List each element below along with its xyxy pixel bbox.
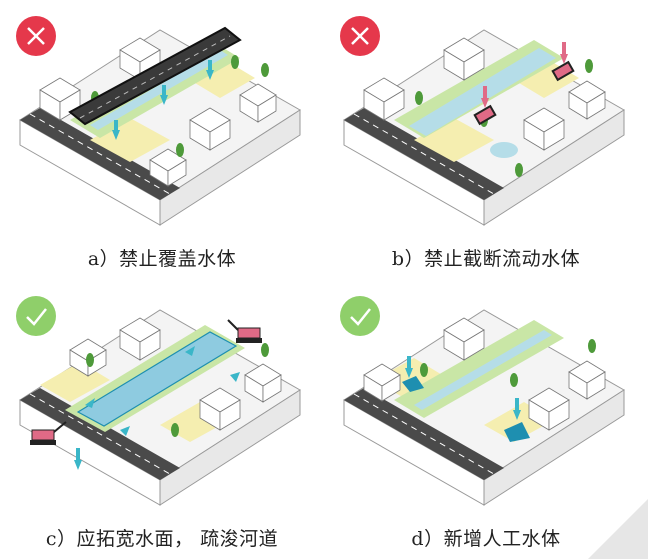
panel-c: c）应拓宽水面， 疏浚河道	[0, 280, 324, 559]
status-check-icon	[16, 296, 56, 336]
new-pond	[504, 422, 530, 442]
pink-arrows	[481, 42, 568, 108]
isometric-city-block	[343, 309, 625, 506]
status-cross-icon	[340, 16, 380, 56]
isometric-city-block	[19, 26, 301, 226]
widen-arrows	[74, 346, 240, 470]
flow-arrows	[405, 356, 521, 420]
flow-arrows	[112, 60, 214, 140]
widened-river	[76, 331, 238, 427]
panel-a-illustration	[16, 16, 301, 226]
isometric-city-block	[19, 309, 301, 506]
panel-b-illustration	[340, 16, 625, 226]
isometric-city-block	[343, 29, 625, 226]
panel-d-illustration	[340, 296, 625, 506]
excavator-icon	[30, 421, 67, 445]
barrier-blocks	[473, 60, 575, 126]
panel-d: d）新增人工水体	[324, 280, 648, 559]
river	[414, 330, 552, 410]
river	[90, 50, 228, 130]
panel-b-caption: b）禁止截断流动水体	[391, 248, 581, 270]
status-check-icon	[340, 296, 380, 336]
pond	[490, 142, 518, 158]
panel-a-caption: a）禁止覆盖水体	[87, 248, 237, 270]
excavator-icon	[227, 319, 262, 343]
panel-d-caption: d）新增人工水体	[411, 528, 561, 550]
new-pond	[402, 376, 424, 392]
panel-c-illustration	[16, 296, 301, 506]
panel-b: b）禁止截断流动水体	[324, 0, 648, 279]
status-cross-icon	[16, 16, 56, 56]
page-corner-decoration	[588, 499, 648, 559]
panel-a: a）禁止覆盖水体	[0, 0, 324, 279]
water-cover-slab	[68, 26, 242, 126]
river	[409, 48, 556, 136]
panel-c-caption: c）应拓宽水面， 疏浚河道	[45, 528, 279, 550]
